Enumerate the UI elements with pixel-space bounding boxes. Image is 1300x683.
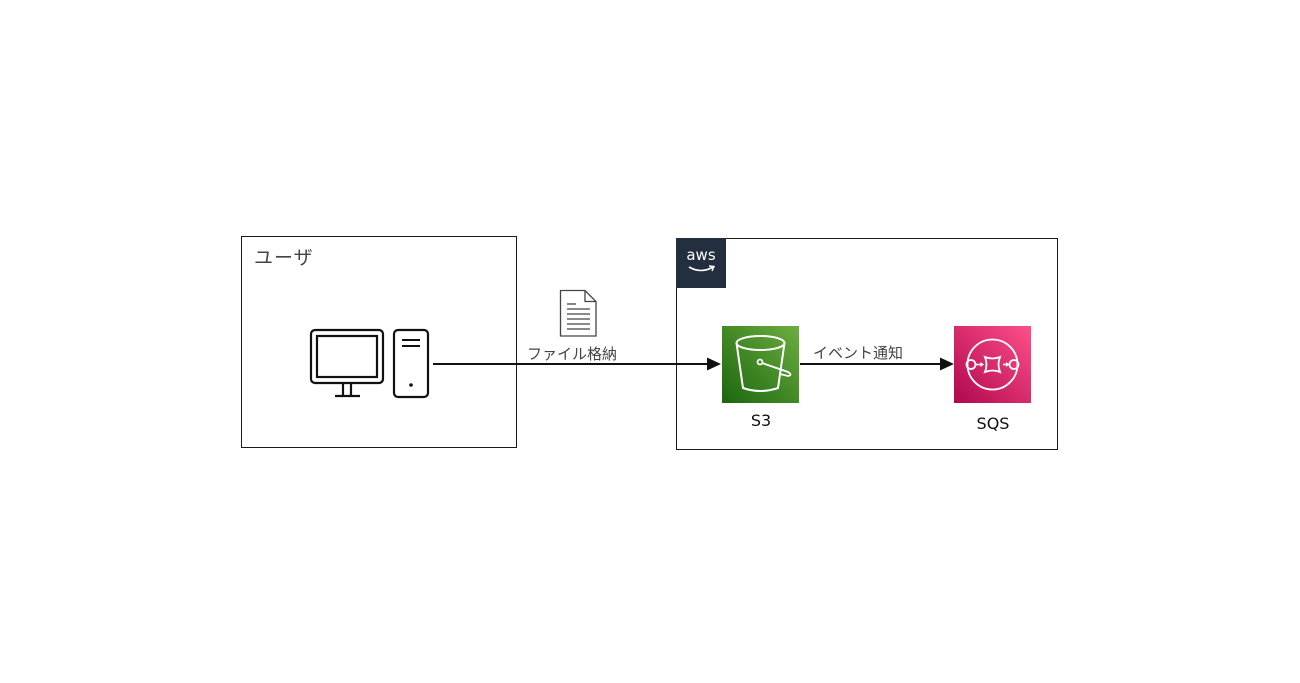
edge-label-file-store: ファイル格納 — [527, 345, 618, 363]
user-group-title: ユーザ — [254, 247, 314, 269]
s3-label: S3 — [750, 411, 772, 430]
aws-logo-text: aws — [686, 246, 716, 264]
user-group: ユーザ — [241, 236, 517, 448]
desktop-computer-icon[interactable] — [308, 327, 433, 399]
aws-smile-icon — [688, 265, 716, 272]
edge-label-event-notification: イベント通知 — [813, 344, 904, 362]
document-icon — [559, 289, 597, 337]
sqs-queue-icon[interactable] — [954, 326, 1032, 404]
sqs-label: SQS — [976, 414, 1010, 433]
aws-logo-icon: aws — [676, 238, 726, 288]
s3-bucket-icon[interactable] — [722, 326, 800, 404]
